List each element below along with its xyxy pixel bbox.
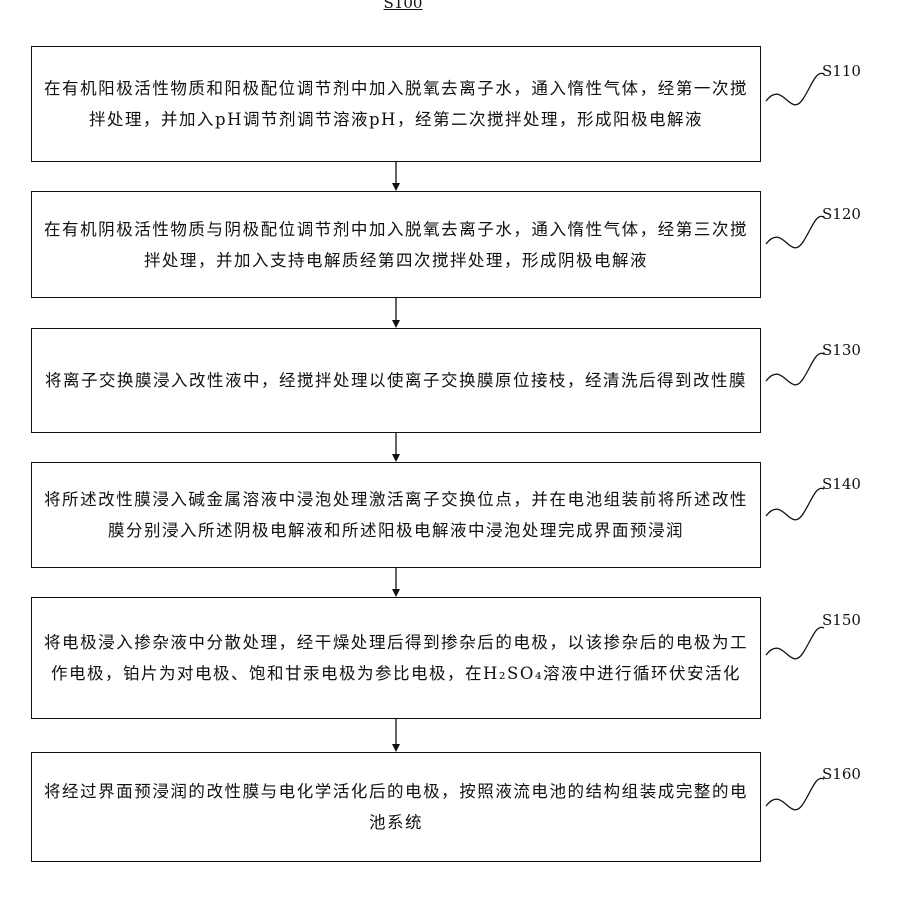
step-box-s120: 在有机阴极活性物质与阴极配位调节剂中加入脱氧去离子水，通入惰性气体，经第三次搅拌… bbox=[31, 191, 761, 298]
callout-curve-s160 bbox=[766, 778, 824, 809]
callout-curve-s130 bbox=[766, 353, 824, 384]
arrow-head-1 bbox=[392, 183, 400, 191]
step-text-s150: 将电极浸入掺杂液中分散处理，经干燥处理后得到掺杂后的电极，以该掺杂后的电极为工作… bbox=[44, 627, 748, 689]
step-text-s110: 在有机阳极活性物质和阳极配位调节剂中加入脱氧去离子水，通入惰性气体，经第一次搅拌… bbox=[44, 73, 748, 135]
callout-curve-s110 bbox=[766, 73, 824, 104]
step-text-s130: 将离子交换膜浸入改性液中，经搅拌处理以使离子交换膜原位接枝，经清洗后得到改性膜 bbox=[44, 365, 748, 396]
process-title: S100 bbox=[378, 0, 428, 12]
callout-curve-s120 bbox=[766, 216, 824, 247]
step-box-s130: 将离子交换膜浸入改性液中，经搅拌处理以使离子交换膜原位接枝，经清洗后得到改性膜 bbox=[31, 328, 761, 433]
step-label-s140: S140 bbox=[822, 475, 861, 493]
step-text-s120: 在有机阴极活性物质与阴极配位调节剂中加入脱氧去离子水，通入惰性气体，经第三次搅拌… bbox=[44, 214, 748, 276]
step-label-s160: S160 bbox=[822, 765, 861, 783]
step-box-s110: 在有机阳极活性物质和阳极配位调节剂中加入脱氧去离子水，通入惰性气体，经第一次搅拌… bbox=[31, 46, 761, 162]
callout-curve-s140 bbox=[766, 488, 824, 519]
callout-curve-s150 bbox=[766, 627, 824, 658]
step-label-s120: S120 bbox=[822, 205, 861, 223]
step-label-s130: S130 bbox=[822, 341, 861, 359]
step-box-s140: 将所述改性膜浸入碱金属溶液中浸泡处理激活离子交换位点，并在电池组装前将所述改性膜… bbox=[31, 462, 761, 568]
step-box-s150: 将电极浸入掺杂液中分散处理，经干燥处理后得到掺杂后的电极，以该掺杂后的电极为工作… bbox=[31, 597, 761, 719]
step-text-s160: 将经过界面预浸润的改性膜与电化学活化后的电极，按照液流电池的结构组装成完整的电池… bbox=[44, 776, 748, 838]
step-label-s110: S110 bbox=[822, 62, 861, 80]
arrow-head-2 bbox=[392, 320, 400, 328]
step-box-s160: 将经过界面预浸润的改性膜与电化学活化后的电极，按照液流电池的结构组装成完整的电池… bbox=[31, 752, 761, 862]
arrow-head-5 bbox=[392, 744, 400, 752]
arrow-head-4 bbox=[392, 589, 400, 597]
step-text-s140: 将所述改性膜浸入碱金属溶液中浸泡处理激活离子交换位点，并在电池组装前将所述改性膜… bbox=[44, 484, 748, 546]
step-label-s150: S150 bbox=[822, 611, 861, 629]
arrow-head-3 bbox=[392, 454, 400, 462]
